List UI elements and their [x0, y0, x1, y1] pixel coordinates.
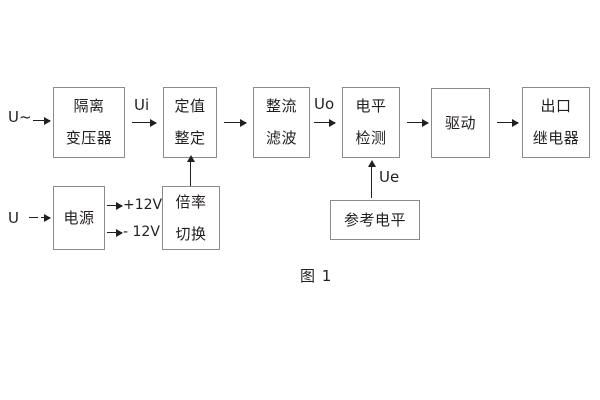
block-multiplier-switch-line2: 切换 [175, 224, 207, 243]
arrow-ac-input-to-isolation-transformer [33, 116, 51, 125]
block-output-relay: 出口 继电器 [522, 87, 590, 158]
block-multiplier-switch-line1: 倍率 [175, 192, 207, 211]
arrow-isolation-transformer-to-setting-value [132, 118, 157, 127]
block-reference-level: 参考电平 [330, 200, 420, 240]
signal-label-ui: Ui [134, 96, 150, 114]
arrow-setting-value-to-rectifier-filter [224, 118, 247, 127]
block-isolation-transformer-line2: 变压器 [65, 129, 113, 147]
block-power-supply-line1: 电源 [63, 208, 95, 227]
arrow-reference-level-to-level-detection [367, 160, 376, 198]
signal-label-negative-12v: - 12V [123, 224, 160, 240]
block-setting-value-line2: 整定 [174, 129, 206, 147]
block-rectifier-filter: 整流 滤波 [253, 87, 310, 158]
signal-label-ue: Ue [379, 168, 400, 186]
arrow-rectifier-filter-to-level-detection [314, 118, 336, 127]
block-isolation-transformer-line1: 隔离 [73, 97, 105, 115]
block-setting-value-line1: 定值 [174, 97, 206, 115]
block-output-relay-line2: 继电器 [532, 129, 580, 147]
arrow-power-supply-positive-rail [107, 201, 123, 210]
block-drive: 驱动 [431, 88, 490, 158]
block-multiplier-switch: 倍率 切换 [162, 186, 220, 250]
figure-caption: 图 1 [300, 267, 333, 285]
arrow-power-supply-negative-rail [107, 228, 123, 237]
block-power-supply: 电源 [53, 186, 105, 250]
signal-label-uo: Uo [314, 95, 335, 113]
block-setting-value: 定值 整定 [163, 87, 217, 158]
block-output-relay-line1: 出口 [540, 97, 572, 115]
block-drive-line1: 驱动 [444, 113, 476, 132]
block-rectifier-filter-line2: 滤波 [265, 129, 297, 147]
block-level-detection-line1: 电平 [355, 97, 387, 115]
block-level-detection: 电平 检测 [342, 87, 400, 158]
arrow-level-detection-to-drive [407, 118, 429, 127]
arrow-dc-input-to-power-supply [41, 213, 51, 222]
block-isolation-transformer: 隔离 变压器 [53, 87, 125, 158]
signal-label-positive-12v: +12V [123, 197, 163, 213]
arrow-drive-to-output-relay [497, 118, 519, 127]
dash-segment-1 [29, 217, 38, 219]
ac-input-label: U~ [8, 108, 32, 126]
dc-input-label: U [8, 209, 19, 227]
block-rectifier-filter-line1: 整流 [265, 97, 297, 115]
arrow-multiplier-switch-to-setting-value [186, 155, 195, 186]
block-level-detection-line2: 检测 [355, 129, 387, 147]
block-reference-level-line1: 参考电平 [343, 210, 406, 229]
